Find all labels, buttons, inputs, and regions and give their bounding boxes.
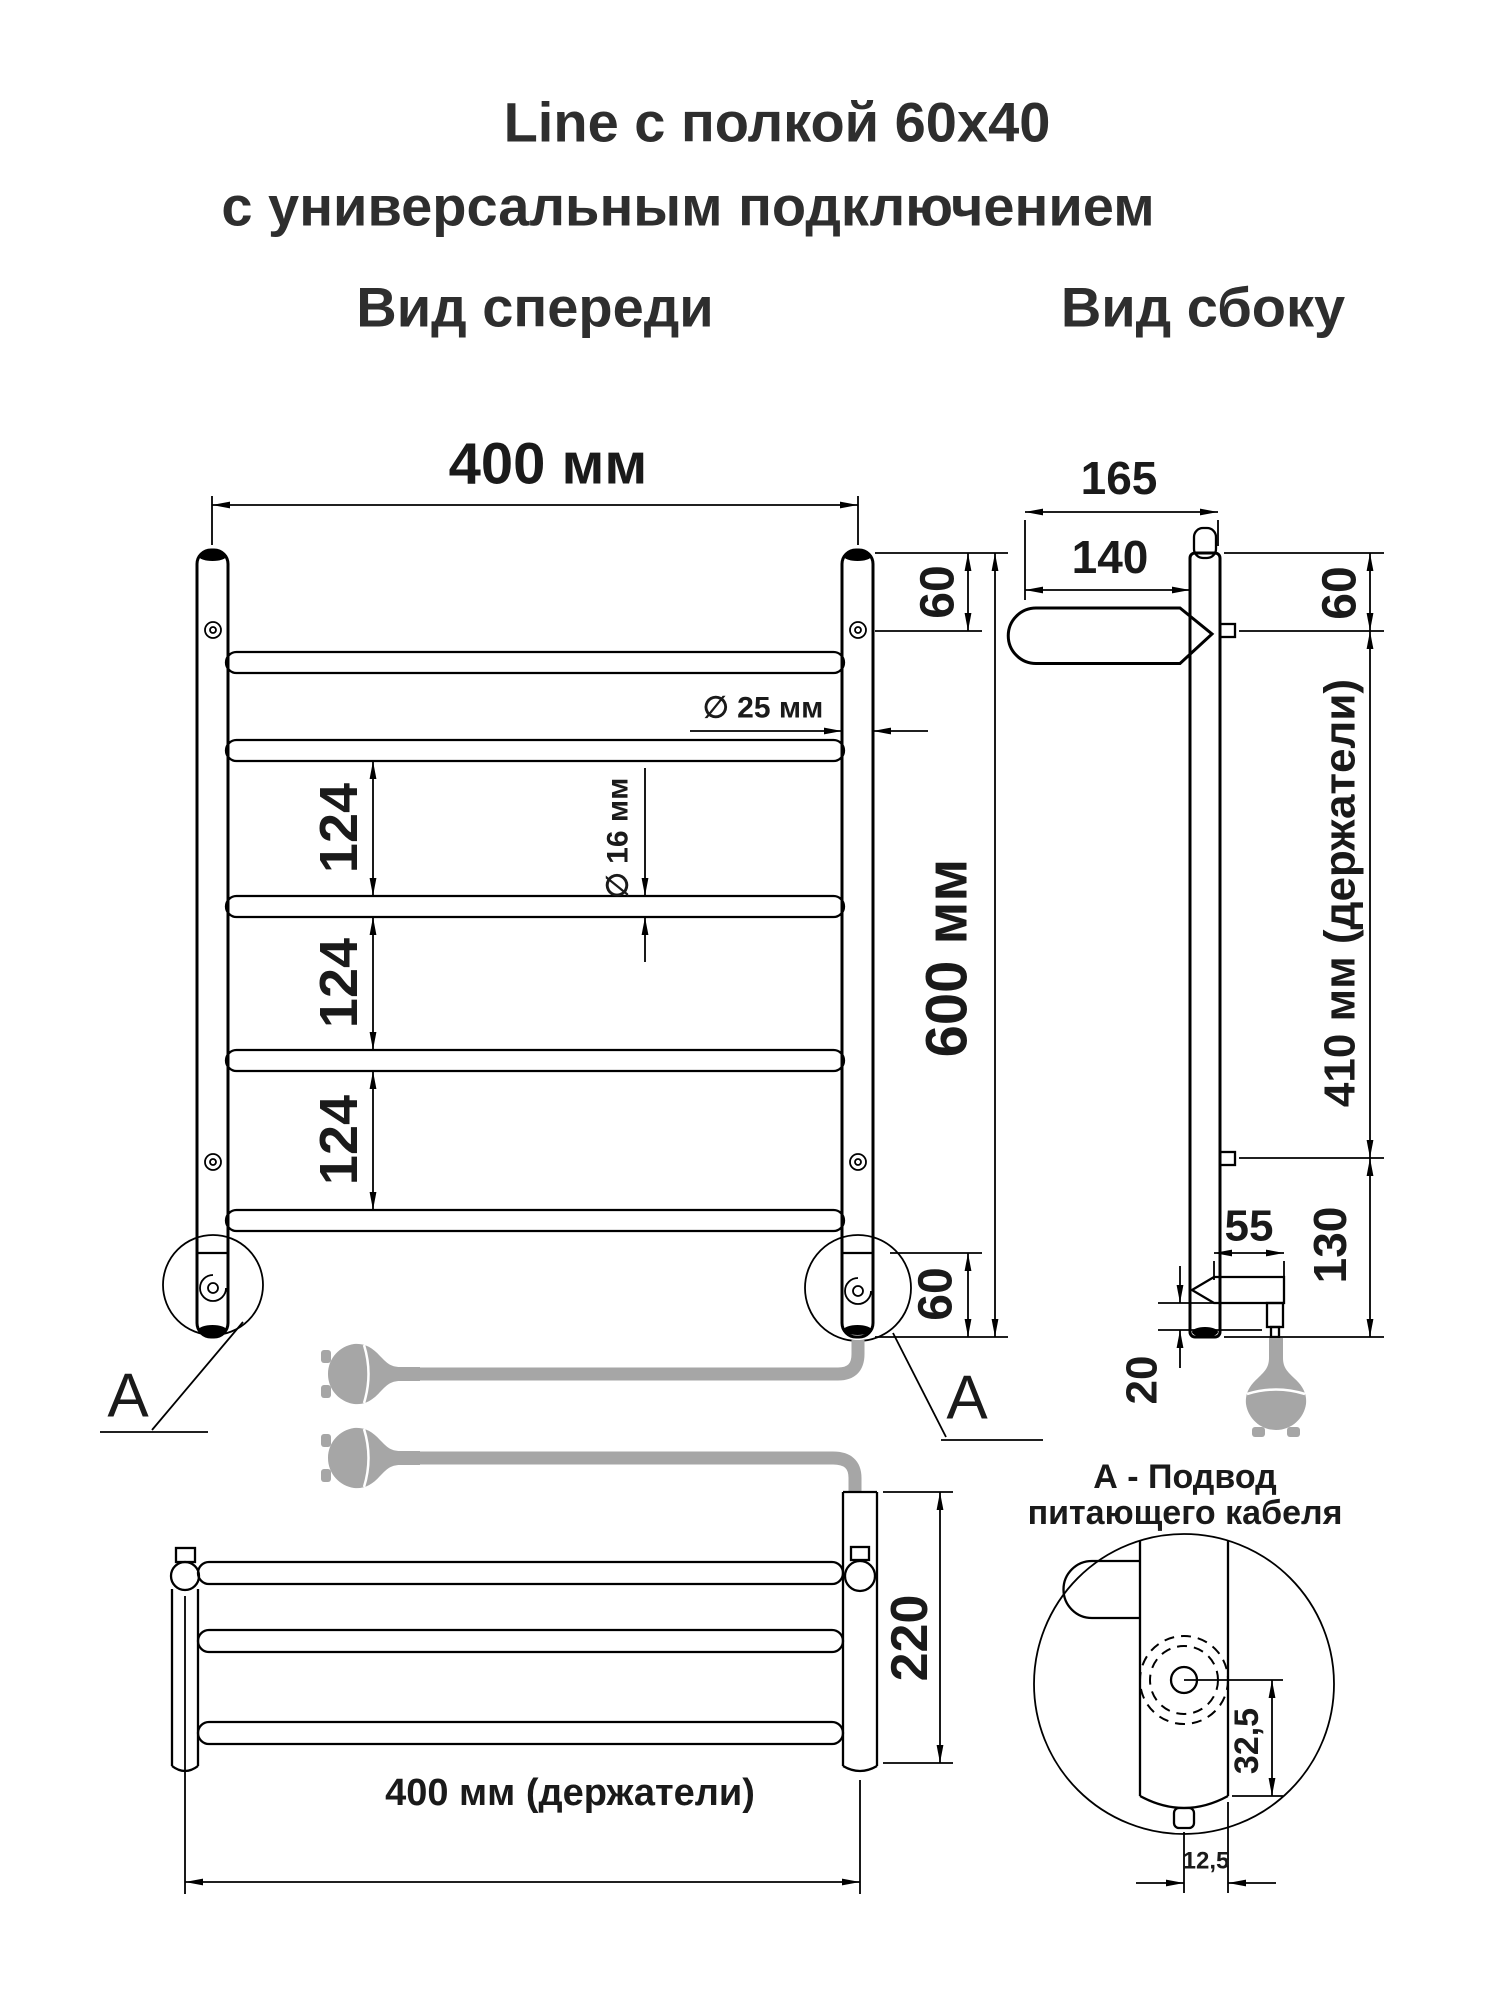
bottom-dim-depth-label: 220 [881, 1595, 939, 1682]
front-dim-width-label: 400 мм [449, 432, 648, 497]
front-dim-height: 600 мм [875, 552, 1008, 1338]
wall-bracket-top [1218, 622, 1237, 639]
front-dim-width: 400 мм [211, 432, 859, 545]
side-dim-outlet-width: 55 [1213, 1202, 1285, 1280]
detail-a-circle [1033, 1533, 1335, 1835]
front-dim-post-diameter-label: ∅ 25 мм [703, 692, 824, 725]
cable-gland [1265, 1301, 1285, 1329]
detail-pipe-cap [1139, 1794, 1229, 1810]
side-dim-top-offset: 60 [1224, 552, 1384, 632]
front-dim-top-offset: 60 [875, 553, 982, 632]
shelf-rail-2 [196, 1628, 845, 1654]
left-holder [169, 1560, 201, 1592]
power-cable-top [420, 1340, 865, 1381]
front-dim-rail-diameter-label: ∅ 16 мм [602, 778, 635, 899]
cable-outlet-arm [1189, 1275, 1286, 1305]
shelf-rail-3 [196, 1720, 845, 1746]
front-dim-rail-diameter: ∅ 16 мм [602, 768, 649, 962]
shelf-arm [1006, 606, 1215, 665]
side-dim-outlet-width-label: 55 [1225, 1202, 1274, 1251]
rail-5 [224, 1208, 846, 1233]
rail-2 [224, 738, 846, 763]
bottom-dim-depth: 220 [881, 1491, 953, 1764]
detail-dim-horizontal: 12,5 [1136, 1802, 1276, 1893]
shelf-rail-1 [196, 1560, 845, 1586]
right-post [840, 548, 875, 1339]
detail-a-title-line1: А - Подвод [1093, 1458, 1276, 1496]
front-dim-rail-gap-label-3: 124 [309, 1095, 369, 1185]
front-dim-bottom-offset-label: 60 [910, 1267, 963, 1320]
rail-4 [224, 1048, 846, 1073]
side-dim-shelf-depth-label: 140 [1072, 531, 1149, 583]
detail-dim-vertical: 32,5 [1184, 1679, 1283, 1797]
side-dim-top-offset-label: 60 [1314, 566, 1367, 619]
side-view: 165 140 60 410 мм (держатели) 130 [1006, 452, 1384, 1439]
front-dim-rail-gaps: 124 124 124 [309, 761, 377, 1210]
detail-dim-horizontal-label: 12,5 [1183, 1848, 1230, 1875]
detail-a-title-line2: питающего кабеля [1028, 1494, 1343, 1532]
side-dim-bottom-offset: 130 [1224, 1158, 1384, 1338]
detail-a-view: А - Подвод питающего кабеля 32,5 12,5 [1028, 1458, 1343, 1893]
power-cable-bottom [420, 1451, 862, 1492]
front-dim-rail-gap-label-2: 124 [309, 938, 369, 1028]
front-dim-post-diameter: ∅ 25 мм [690, 692, 928, 735]
side-post-cap [1192, 526, 1218, 560]
detail-marker-right: А [946, 1364, 988, 1433]
side-dim-cable-gap: 20 [1118, 1266, 1262, 1405]
detail-dim-vertical-label: 32,5 [1228, 1708, 1266, 1774]
right-holder-cap [849, 1545, 871, 1562]
rail-1 [224, 650, 846, 675]
page-title-line1: Line с полкой 60x40 [504, 91, 1051, 154]
side-dim-shelf-depth: 140 [1025, 531, 1191, 604]
side-dim-holders-span-label: 410 мм (держатели) [1316, 679, 1365, 1107]
bottom-view: 220 400 мм (держатели) [169, 1490, 953, 1894]
side-dim-bottom-offset-label: 130 [1304, 1207, 1356, 1284]
bottom-dim-holders-width: 400 мм (держатели) [184, 1596, 861, 1894]
bottom-dim-holders-width-label: 400 мм (держатели) [385, 1772, 755, 1814]
detail-marker-left: А [107, 1362, 149, 1431]
front-dim-height-label: 600 мм [915, 859, 980, 1058]
front-dim-rail-gap-label-1: 124 [309, 783, 369, 873]
side-dim-cable-gap-label: 20 [1118, 1356, 1167, 1405]
front-dim-bottom-offset: 60 [890, 1252, 982, 1337]
left-holder-cap [174, 1546, 197, 1564]
front-dim-top-offset-label: 60 [912, 565, 965, 618]
side-post [1188, 551, 1222, 1339]
detail-cable-gland [1172, 1806, 1196, 1830]
left-post [195, 548, 230, 1339]
detail-callout-left: А [100, 1234, 264, 1433]
right-holder [843, 1559, 877, 1593]
wall-bracket-bottom [1218, 1150, 1237, 1167]
side-view-label: Вид сбоку [1061, 276, 1345, 339]
detail-rail-stub [1062, 1559, 1140, 1620]
front-view-label: Вид спереди [356, 276, 713, 339]
front-view: 400 мм 600 мм 60 60 124 124 124 [100, 432, 1043, 1492]
side-dim-total-depth: 165 [1024, 452, 1219, 600]
side-dim-total-depth-label: 165 [1081, 452, 1158, 504]
rail-3 [224, 894, 846, 919]
page-title-line2: с универсальным подключением [221, 175, 1154, 238]
side-dim-holders-span: 410 мм (держатели) [1239, 631, 1384, 1159]
